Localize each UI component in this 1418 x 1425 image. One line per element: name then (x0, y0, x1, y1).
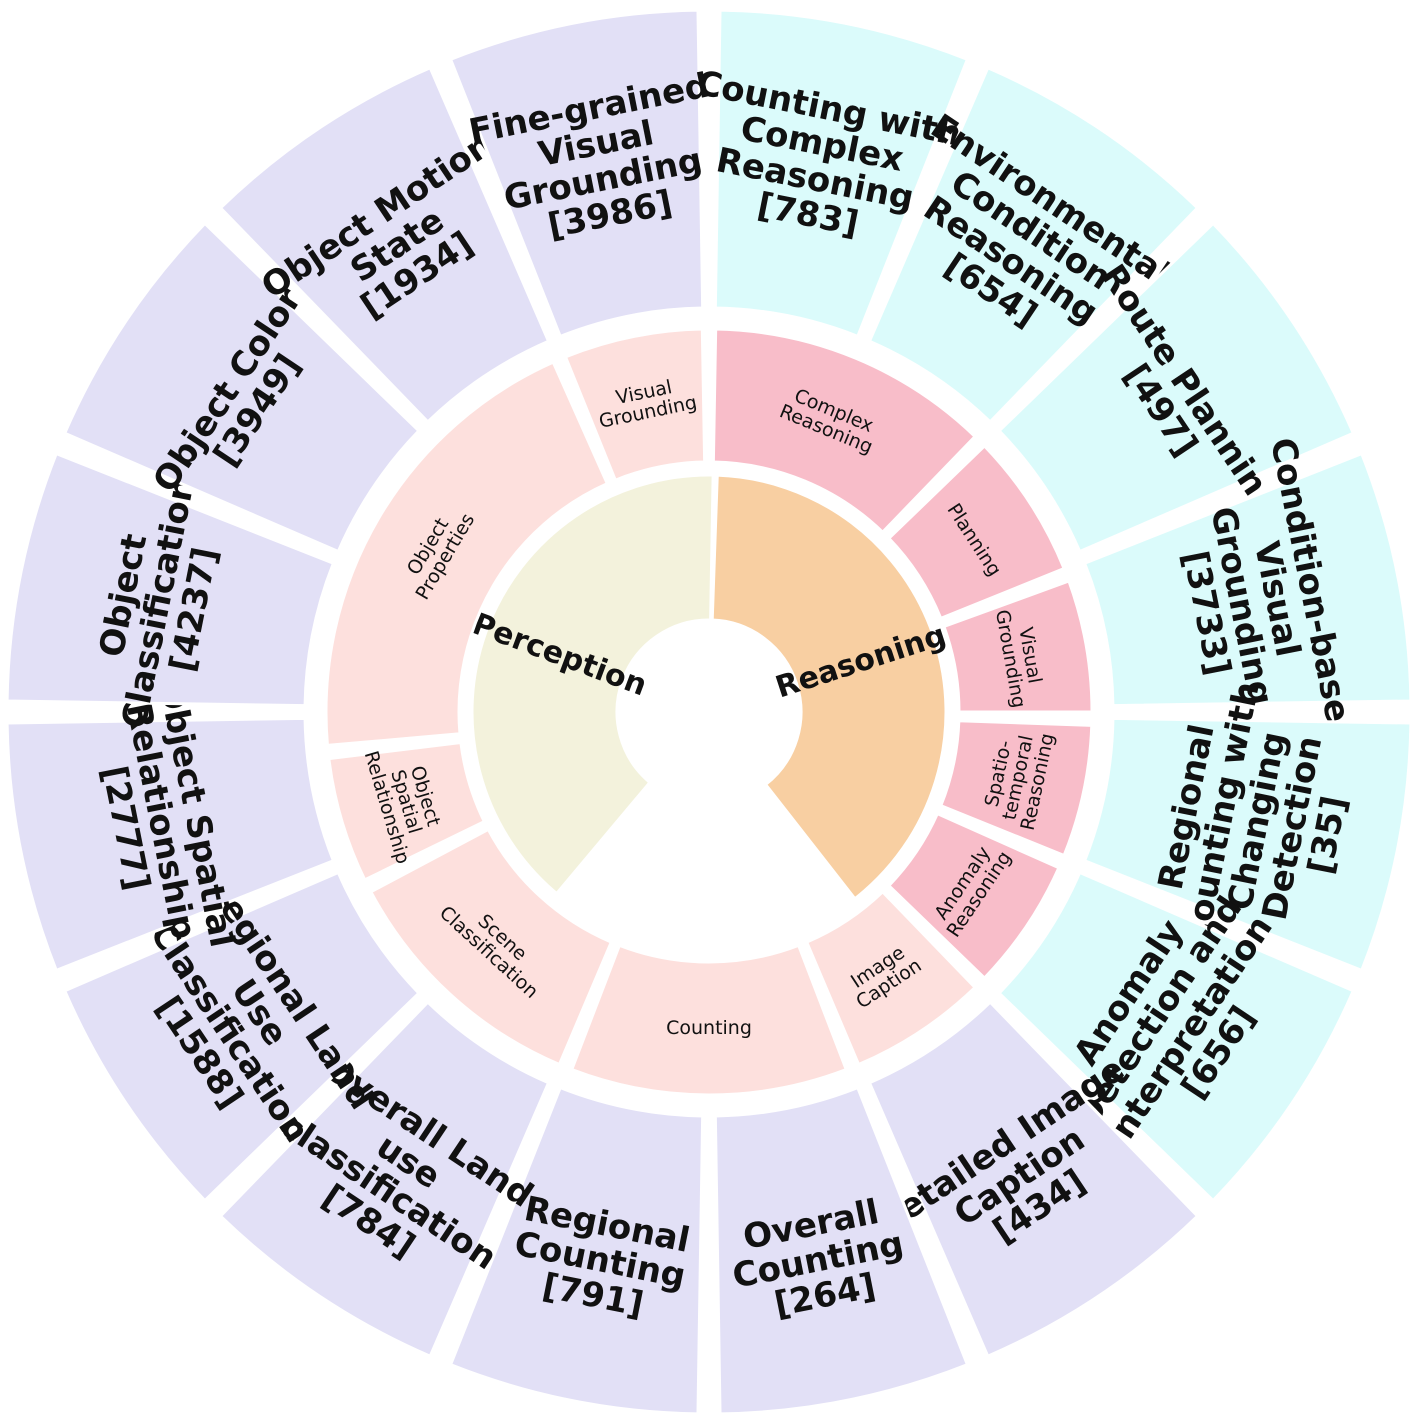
core-reasoning (710, 473, 948, 901)
middle-segment-visual-grounding (563, 327, 707, 483)
outer-segment-object-color (62, 221, 421, 554)
outer-segment-regional-land (62, 870, 421, 1203)
middle-segment-object-spatial-relationship (327, 740, 487, 882)
middle-segment-complex-reasoning (711, 327, 978, 535)
middle-segment-counting (569, 943, 849, 1097)
core-perception (470, 473, 715, 896)
outer-segment-object-motion (218, 65, 551, 424)
middle-segment-planning (886, 443, 1067, 621)
outer-segment-object (5, 451, 336, 708)
outer-ring: Counting withComplexReasoning[783]Enviro… (5, 8, 1413, 1416)
outer-segment-counting-with (713, 8, 970, 339)
outer-segment-route-planning (997, 221, 1356, 554)
outer-segment-overall (713, 1085, 970, 1416)
outer-segment-fine-grained (448, 8, 705, 339)
outer-segment-regional (448, 1085, 705, 1416)
outer-segment-environmental (867, 65, 1200, 424)
middle-label-counting: Counting (666, 1017, 752, 1039)
middle-segment-anomaly-reasoning (886, 811, 1061, 981)
outer-segment-condition-based (1082, 451, 1413, 708)
middle-segment-scene-classification (368, 827, 614, 1067)
middle-segment-visual-grounding (942, 579, 1094, 714)
middle-segment-object-properties (324, 360, 610, 748)
outer-segment-anomaly (997, 870, 1356, 1203)
outer-segment-object-spatial (5, 716, 336, 973)
outer-segment-overall-land (218, 999, 551, 1359)
outer-segment-regional (1082, 716, 1413, 973)
middle-segment-image-caption (804, 889, 978, 1067)
outer-segment-detailed-image (867, 999, 1200, 1359)
middle-segment-spatio-temporal-reasoning (938, 719, 1094, 858)
